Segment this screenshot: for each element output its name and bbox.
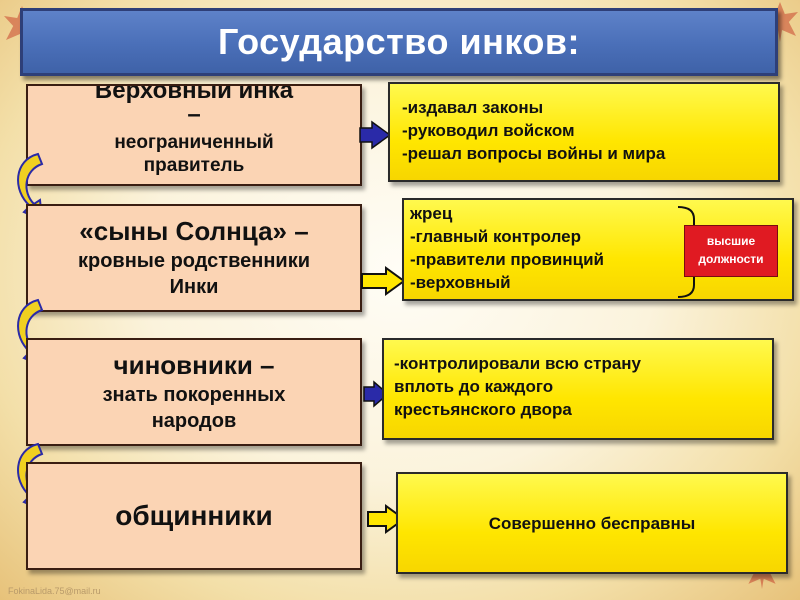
slide-title: Государство инков: bbox=[218, 21, 580, 62]
detail-line: жрец bbox=[410, 204, 453, 223]
level-subtitle: правитель bbox=[143, 155, 245, 176]
level-subtitle: неограниченный bbox=[114, 132, 274, 153]
detail-line: -решал вопросы войны и мира bbox=[402, 144, 666, 163]
level-subtitle: Инки bbox=[169, 276, 219, 298]
connector-arrow bbox=[367, 504, 406, 534]
detail-line: -главный контролер bbox=[410, 227, 582, 246]
detail-line: -правители провинций bbox=[410, 250, 604, 269]
level-details-box: Совершенно бесправны bbox=[396, 472, 788, 574]
detail-line: -руководил войском bbox=[402, 121, 575, 140]
level-box-officials: чиновники – знать покоренных народов bbox=[26, 338, 362, 446]
note-box-high-positions: высшие должности bbox=[684, 225, 778, 277]
level-heading: «сыны Солнца» – bbox=[79, 216, 309, 246]
detail-line: Совершенно бесправны bbox=[488, 513, 696, 533]
level-box-sons-of-sun: «сыны Солнца» – кровные родственники Инк… bbox=[26, 204, 362, 312]
level-box-commoners: общинники bbox=[26, 462, 362, 570]
detail-line: крестьянского двора bbox=[394, 400, 572, 419]
level-subtitle: кровные родственники bbox=[77, 250, 310, 272]
watermark: FokinaLida.75@mail.ru bbox=[8, 586, 101, 596]
detail-line: -контролировали всю страну bbox=[394, 354, 642, 373]
level-heading: общинники bbox=[115, 500, 273, 531]
slide-title-bar: Государство инков: bbox=[20, 8, 778, 76]
detail-line: вплоть до каждого bbox=[394, 377, 554, 396]
level-subtitle: народов bbox=[151, 410, 237, 432]
level-heading: Верховный инка bbox=[94, 84, 294, 104]
note-line: должности bbox=[698, 252, 764, 266]
connector-arrow bbox=[363, 380, 390, 408]
level-subtitle: знать покоренных bbox=[102, 384, 286, 406]
level-heading: – bbox=[187, 101, 201, 128]
detail-line: -издавал законы bbox=[402, 98, 544, 117]
level-heading: чиновники – bbox=[113, 350, 275, 380]
level-details-box: -контролировали всю страну вплоть до каж… bbox=[382, 338, 774, 440]
detail-line: -верховный bbox=[410, 273, 511, 292]
level-details-box: -издавал законы -руководил войском -реша… bbox=[388, 82, 780, 182]
note-line: высшие bbox=[706, 234, 756, 248]
connector-arrow bbox=[361, 266, 406, 296]
level-box-supreme-inca: Верховный инка – неограниченный правител… bbox=[26, 84, 362, 186]
connector-arrow bbox=[359, 120, 392, 150]
